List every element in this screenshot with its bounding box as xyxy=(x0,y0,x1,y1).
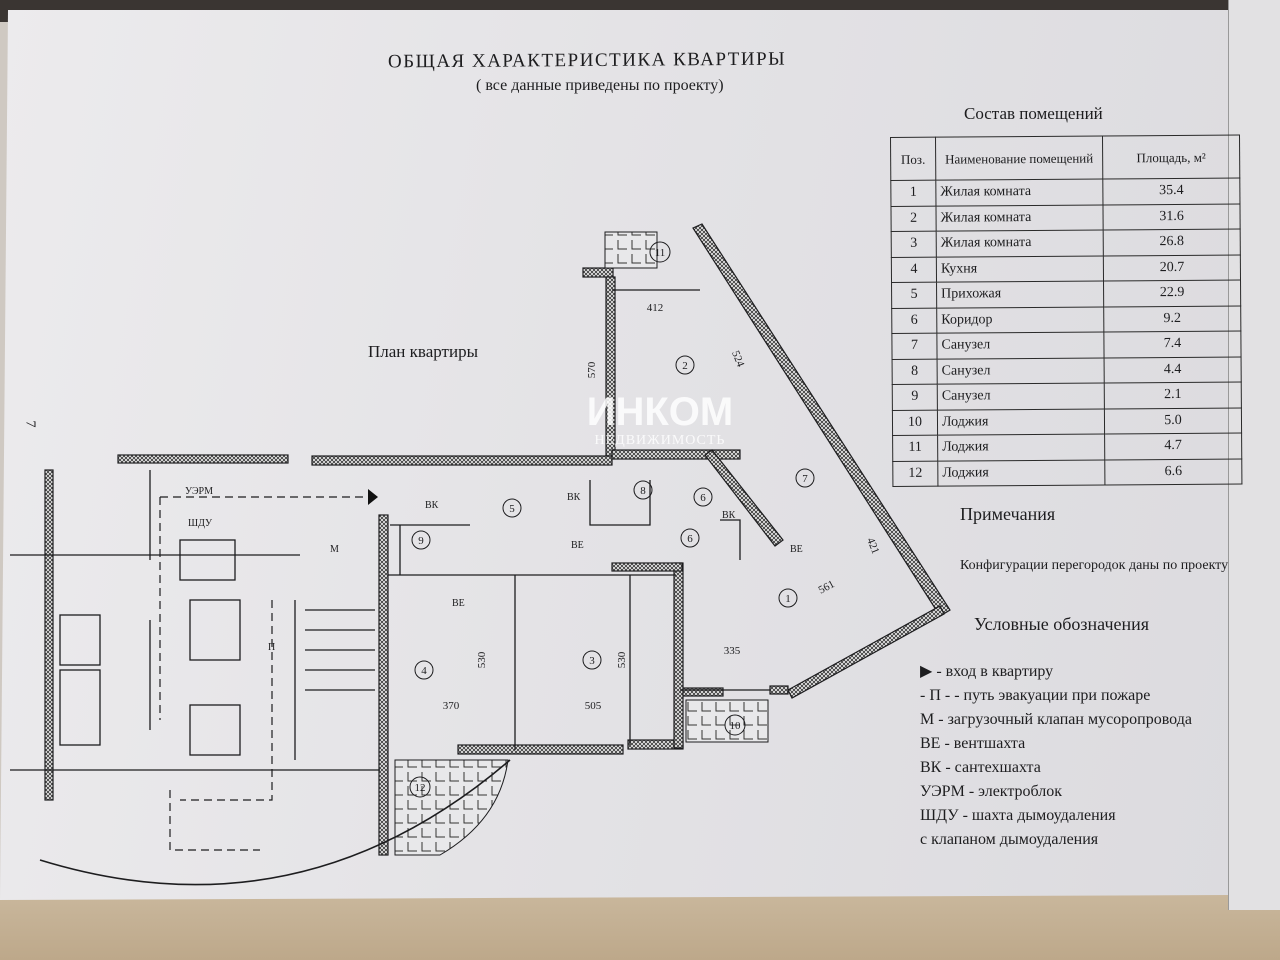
room-number: 3 xyxy=(589,655,595,667)
room-number: 5 xyxy=(509,503,515,515)
plan-label-m: М xyxy=(330,544,339,555)
legend-text: - загрузочный клапан мусоропровода xyxy=(934,711,1192,728)
room-marker xyxy=(778,588,798,608)
loggia-11 xyxy=(604,231,658,269)
plan-label-vk2: ВК xyxy=(567,492,581,503)
dimension-label: 561 xyxy=(816,578,836,596)
legend-item: М - загрузочный клапан мусоропровода xyxy=(920,708,1192,732)
room-marker xyxy=(414,660,434,680)
room-number: 4 xyxy=(421,665,427,677)
room-marker xyxy=(649,241,671,263)
dimension-label: 412 xyxy=(647,302,664,314)
plan-label-vk3: ВК xyxy=(722,510,736,521)
plan-label-ve3: ВЕ xyxy=(790,544,803,555)
legend-text: - шахта дымоудаления xyxy=(958,807,1116,824)
room-number: 6 xyxy=(700,492,706,504)
legend-list: ▶ - вход в квартиру- П - - путь эвакуаци… xyxy=(920,660,1192,852)
legend-symbol: УЭРМ xyxy=(920,783,965,800)
room-marker xyxy=(502,498,522,518)
dimension-label: 524 xyxy=(729,349,746,369)
watermark: ИНКОМ НЕДВИЖИМОСТЬ xyxy=(587,390,733,448)
plan-title: План квартиры xyxy=(368,342,478,361)
dimension-label: 530 xyxy=(476,651,488,668)
watermark-brand: ИНКОМ xyxy=(587,390,733,434)
legend-symbol: ВК xyxy=(920,759,942,776)
dimension-label: 530 xyxy=(616,651,628,668)
background-table xyxy=(0,895,1280,960)
plan-label-ve1: ВЕ xyxy=(571,540,584,551)
room-number: 2 xyxy=(682,360,688,372)
plan-label-uerm: УЭРМ xyxy=(185,486,213,497)
evacuation-path xyxy=(159,496,368,851)
legend-symbol: ВЕ xyxy=(920,735,941,752)
legend-text: - электроблок xyxy=(964,783,1063,800)
plan-label-p: П xyxy=(268,642,275,653)
room-number: 9 xyxy=(418,535,424,547)
room-number: 7 xyxy=(802,473,808,485)
legend-text: - сантехшахта xyxy=(941,759,1041,776)
dimension-label: 570 xyxy=(586,361,598,378)
room-marker xyxy=(680,528,700,548)
loggia-10 xyxy=(685,699,769,743)
composition-title: Состав помещений xyxy=(964,104,1103,123)
room-marker xyxy=(409,776,431,798)
watermark-sub: НЕДВИЖИМОСТЬ xyxy=(595,433,726,448)
room-number: 10 xyxy=(730,720,742,732)
legend-item: ВЕ - вентшахта xyxy=(920,732,1192,756)
room-number: 6 xyxy=(687,533,693,545)
room-marker xyxy=(724,714,746,736)
legend-text: - вход в квартиру xyxy=(932,663,1054,680)
plan-label-ve2: ВЕ xyxy=(452,598,465,609)
legend-symbol: ШДУ xyxy=(920,807,959,824)
room-marker xyxy=(411,530,431,550)
legend-item: УЭРМ - электроблок xyxy=(920,780,1192,804)
room-marker xyxy=(693,487,713,507)
room-marker xyxy=(582,650,602,670)
next-page-edge xyxy=(1228,0,1280,910)
legend-item: с клапаном дымоудаления xyxy=(920,828,1192,852)
legend-item: ▶ - вход в квартиру xyxy=(920,660,1192,684)
room-marker xyxy=(675,355,695,375)
room-number: 8 xyxy=(640,485,646,497)
room-marker xyxy=(795,468,815,488)
dimension-label: 370 xyxy=(443,700,460,712)
legend-text: с клапаном дымоудаления xyxy=(920,831,1099,848)
page-subtitle: ( все данные приведены по проекту) xyxy=(476,77,724,94)
legend-item: ВК - сантехшахта xyxy=(920,756,1192,780)
partitions xyxy=(10,289,770,886)
legend-symbol: - П - xyxy=(920,687,951,704)
room-number: 12 xyxy=(415,782,426,794)
room-number: 1 xyxy=(785,593,791,605)
notes-title: Примечания xyxy=(960,504,1056,524)
plan-label-shdu: ШДУ xyxy=(188,518,213,529)
dimension-label: 335 xyxy=(724,645,741,657)
legend-text: - вентшахта xyxy=(940,735,1026,752)
legend-item: ШДУ - шахта дымоудаления xyxy=(920,804,1192,828)
legend-text: - путь эвакуации при пожаре xyxy=(950,687,1151,704)
room-number: 11 xyxy=(655,247,666,259)
walls xyxy=(44,223,951,856)
entrance-arrow-icon xyxy=(368,489,378,505)
legend-symbol: ▶ xyxy=(920,663,933,680)
plan-label-vk1: ВК xyxy=(425,500,439,511)
dimension-label: 505 xyxy=(585,700,602,712)
legend-item: - П - - путь эвакуации при пожаре xyxy=(920,684,1192,708)
room-marker xyxy=(633,480,653,500)
notes-text: Конфигурации перегородок даны по проекту xyxy=(960,558,1229,573)
legend-title: Условные обозначения xyxy=(974,614,1150,634)
loggia-12 xyxy=(394,759,509,856)
legend-symbol: М xyxy=(920,711,935,728)
dimension-label: 421 xyxy=(864,536,881,556)
